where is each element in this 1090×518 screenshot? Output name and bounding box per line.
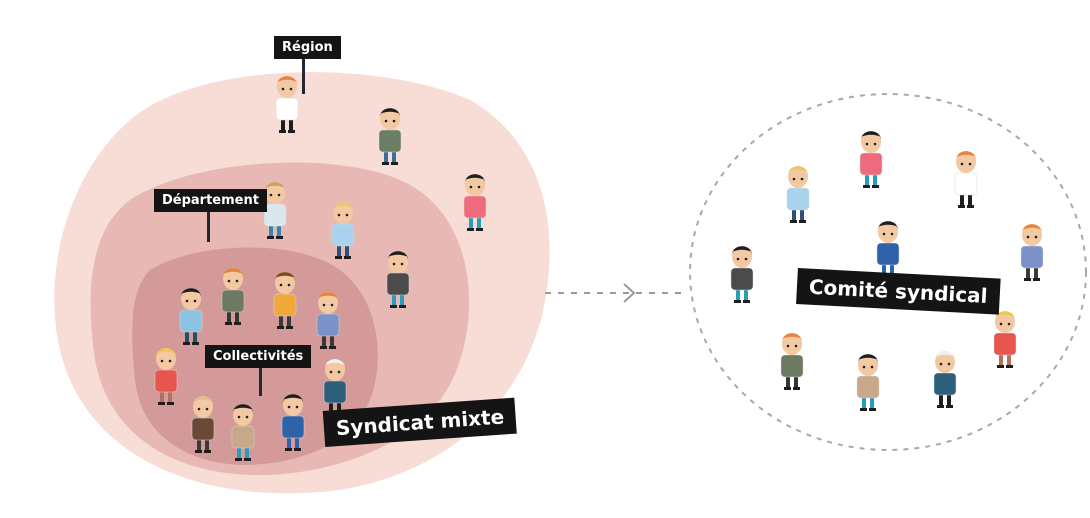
region-sign-post (302, 56, 305, 94)
transition-arrow-head (623, 283, 636, 303)
departement-label: Département (154, 189, 267, 212)
comite-syndical-circle (689, 93, 1087, 451)
people-layer (154, 76, 1044, 461)
collectivites-label: Collectivités (205, 345, 312, 368)
woman-blue-figure (179, 288, 203, 345)
woman-pink-figure (463, 174, 487, 231)
woman-pink-figure (859, 131, 883, 188)
blond-man-waving-figure (786, 166, 810, 223)
old-man-cane-figure (933, 351, 957, 408)
young-man-figure (856, 354, 880, 411)
bald-man-figure (263, 182, 287, 239)
man-glasses-walking-figure (954, 151, 978, 208)
man-glasses-walking-figure (275, 76, 299, 133)
old-woman-figure (191, 396, 215, 453)
region-label: Région (274, 36, 341, 59)
collectivites-sign-post (259, 360, 262, 396)
redhead-woman-figure (316, 292, 340, 349)
young-man-figure (231, 404, 255, 461)
departement-sign-post (207, 206, 210, 242)
redhead-woman-figure (1020, 224, 1044, 281)
suit-man-figure (876, 221, 900, 278)
mustache-man-figure (273, 272, 297, 329)
man-dark-sweater-figure (386, 251, 410, 308)
blond-man-waving-figure (331, 202, 355, 259)
blond-girl-figure (993, 311, 1017, 368)
farmer-pitchfork-figure (780, 333, 804, 390)
man-backpack-figure (378, 108, 402, 165)
farmer-pitchfork-figure (221, 268, 245, 325)
suit-man-figure (281, 394, 305, 451)
man-dark-sweater-figure (730, 246, 754, 303)
blond-girl-figure (154, 348, 178, 405)
